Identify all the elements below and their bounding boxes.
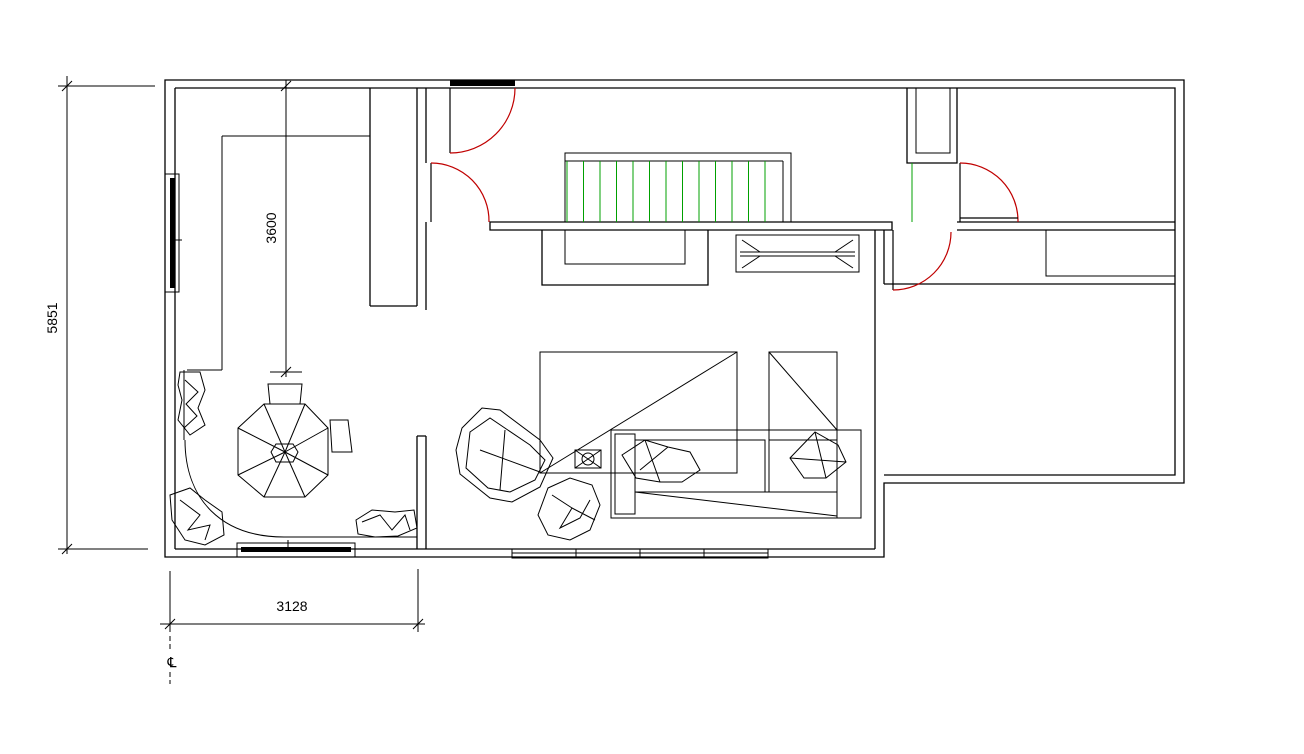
dimension-label-kitchen-depth: 3600 — [263, 212, 279, 243]
kitchen-counter — [183, 135, 417, 538]
staircase — [564, 152, 792, 223]
plant-living — [537, 477, 601, 541]
plant-kitchen-counter — [355, 509, 418, 538]
dimension-label-overall-depth: 5851 — [44, 302, 60, 333]
window-south-kitchen — [236, 540, 356, 558]
stair-treads — [566, 161, 766, 222]
sofa — [610, 351, 862, 519]
interior-walls — [369, 87, 1176, 549]
dimension-overall-depth — [58, 76, 155, 555]
window-west — [164, 173, 182, 293]
tv-cabinet — [735, 234, 860, 273]
door-hall — [892, 230, 952, 291]
dimension-kitchen-depth — [270, 80, 302, 378]
dimension-kitchen-width — [160, 569, 425, 632]
plant-kitchen-bottom — [169, 487, 225, 546]
dimension-label-kitchen-width: 3128 — [276, 598, 307, 614]
window-south-living — [511, 548, 769, 559]
rug — [539, 351, 738, 474]
exterior-walls — [164, 79, 1185, 558]
centerline-symbol: ℄ — [167, 654, 177, 670]
side-table — [574, 449, 602, 469]
armchair — [455, 407, 554, 503]
door-entry — [449, 80, 516, 154]
dining-table — [237, 383, 353, 498]
plant-kitchen-top — [177, 371, 206, 436]
door-kitchen — [430, 162, 490, 223]
door-closet — [959, 162, 1019, 223]
